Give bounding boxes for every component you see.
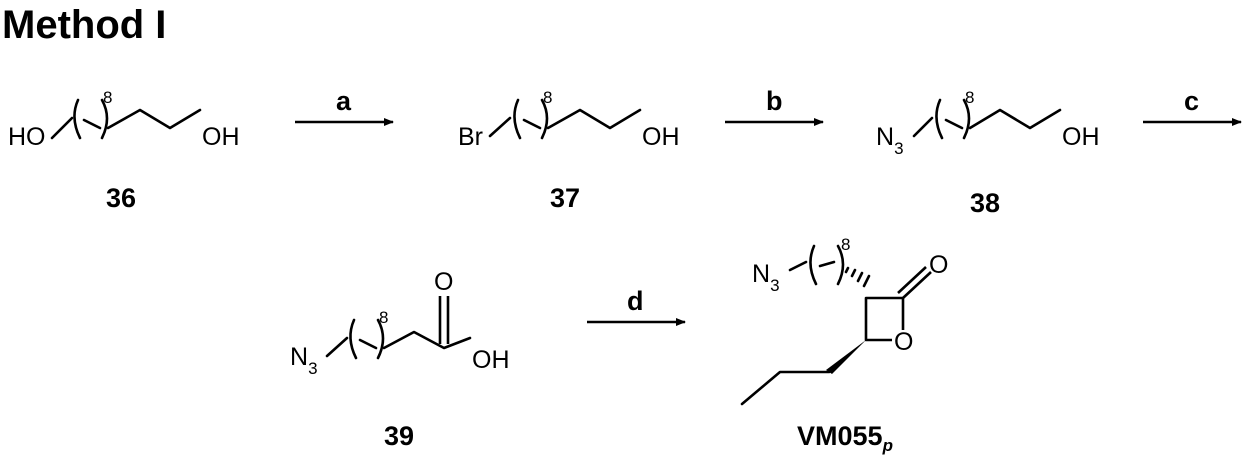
azide-subscript: 3 — [308, 359, 317, 378]
repeat-bracket-right — [376, 318, 385, 360]
bond — [912, 116, 934, 138]
azide-n: N — [752, 260, 770, 288]
compound-label-vm055: VM055 — [797, 421, 883, 451]
repeat-bracket-left — [935, 98, 944, 140]
carbonyl-bond — [897, 266, 927, 294]
compound-37: Br 8 OH 37 — [458, 88, 680, 213]
repeat-bracket-left — [73, 98, 82, 140]
compound-label-subscript: p — [882, 436, 893, 455]
reaction-step-a: a — [295, 86, 394, 126]
bond — [50, 116, 74, 140]
compound-label-37: 37 — [550, 183, 580, 213]
repeat-bracket-left — [809, 244, 818, 286]
hashed-wedge-bond — [844, 266, 871, 288]
scheme-title: Method I — [2, 3, 166, 47]
carbon-chain — [106, 108, 202, 130]
carbon-chain — [546, 108, 642, 130]
reaction-step-c: c — [1143, 86, 1242, 126]
bond — [818, 260, 836, 268]
azide-label: N3 — [290, 343, 318, 378]
carbonyl-bond — [902, 271, 932, 299]
hydroxyl-label-left: HO — [8, 123, 46, 151]
repeat-count: 8 — [543, 88, 552, 107]
azide-label: N3 — [752, 260, 780, 295]
repeat-count: 8 — [841, 235, 850, 254]
compound-label-36: 36 — [106, 183, 136, 213]
reaction-step-d: d — [587, 286, 686, 326]
bond — [488, 116, 512, 138]
repeat-bracket-right — [836, 244, 845, 286]
hydroxyl-label: OH — [1062, 123, 1100, 151]
repeat-count: 8 — [965, 88, 974, 107]
compound-label-38: 38 — [970, 188, 1000, 218]
step-label-d: d — [627, 286, 644, 316]
hydroxyl-label: OH — [642, 123, 680, 151]
carbon-chain — [382, 330, 472, 350]
compound-39: N3 8 O OH 39 — [290, 268, 510, 451]
compound-36: HO 8 OH 36 — [8, 88, 240, 213]
repeat-bracket-right — [962, 98, 971, 140]
bond — [522, 118, 542, 130]
bold-wedge-bond — [826, 340, 866, 374]
bond — [358, 338, 378, 350]
bond — [788, 260, 808, 272]
propyl-chain — [740, 370, 831, 406]
bond — [944, 118, 964, 130]
bond — [82, 118, 102, 130]
repeat-bracket-left — [513, 98, 522, 140]
step-label-a: a — [336, 86, 352, 116]
compound-label-39: 39 — [384, 421, 414, 451]
azide-label: N3 — [876, 123, 904, 158]
compound-38: N3 8 OH 38 — [876, 88, 1100, 218]
hydroxyl-label-right: OH — [202, 123, 240, 151]
repeat-count: 8 — [379, 308, 388, 327]
repeat-count: 8 — [103, 88, 112, 107]
repeat-bracket-left — [349, 318, 358, 360]
bond — [325, 336, 349, 358]
carbon-chain — [968, 108, 1062, 130]
carbonyl-oxygen: O — [929, 251, 948, 279]
repeat-bracket-right — [540, 98, 549, 140]
hydroxyl-label: OH — [472, 346, 510, 374]
carbonyl-oxygen: O — [434, 268, 453, 296]
repeat-bracket-right — [100, 98, 109, 140]
azide-n: N — [290, 343, 308, 371]
azide-n: N — [876, 123, 894, 151]
ring-oxygen: O — [894, 328, 913, 356]
step-label-b: b — [766, 86, 783, 116]
reaction-step-b: b — [725, 86, 824, 126]
compound-vm055p: N3 8 O O VM055p — [740, 235, 948, 455]
azide-subscript: 3 — [894, 139, 903, 158]
compound-label-vm055p: VM055p — [797, 421, 893, 455]
step-label-c: c — [1184, 86, 1199, 116]
bromine-label: Br — [458, 123, 483, 151]
azide-subscript: 3 — [770, 276, 779, 295]
